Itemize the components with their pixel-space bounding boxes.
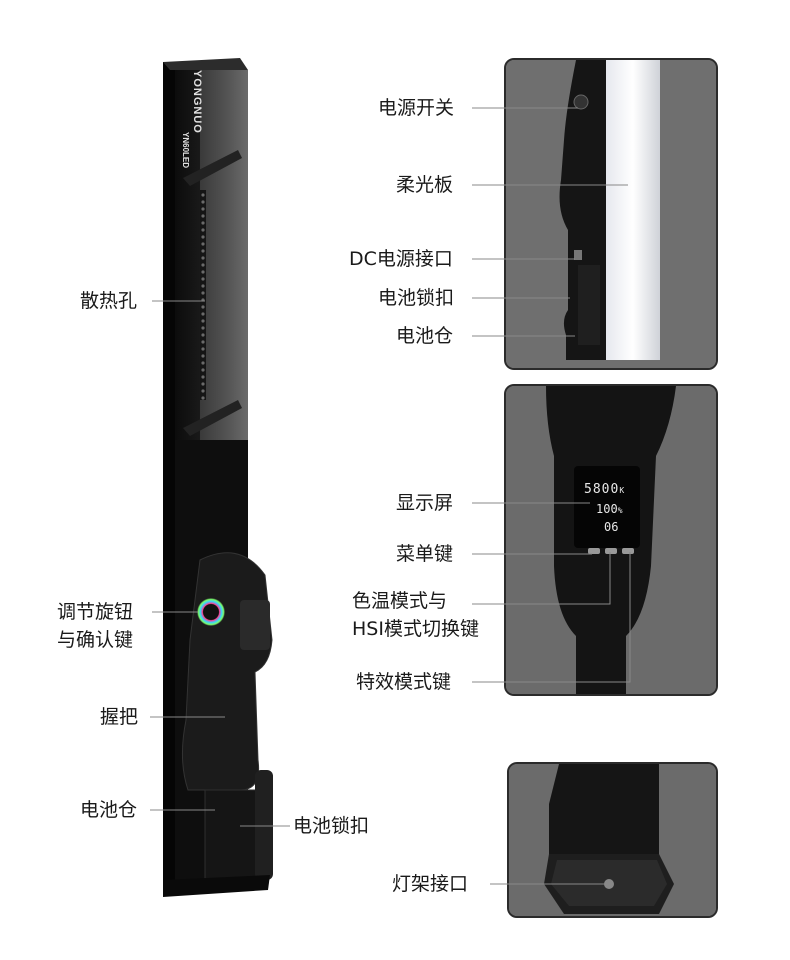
label-grip: 握把 [100,706,139,728]
vent-hole [201,354,205,358]
lcd-screen [574,466,640,548]
vent-hole [201,340,205,344]
vent-hole [201,361,205,365]
label-knob-line2: 与确认键 [57,629,134,651]
vent-hole [201,396,205,400]
vent-hole [201,347,205,351]
vent-hole [201,277,205,281]
vent-hole [201,270,205,274]
panel-mount-view [507,762,718,918]
vent-hole [201,235,205,239]
panel-display-view: 5800K 100% 06 [504,384,718,696]
label-effect-key: 特效模式键 [356,671,452,693]
label-menu-key: 菜单键 [396,543,454,565]
mode-key [605,548,617,554]
vent-hole [201,368,205,372]
vent-hole [201,382,205,386]
vent-hole [201,326,205,330]
label-battery-bay-side: 电池仓 [396,325,454,347]
vent-hole [201,207,205,211]
lcd-channel: 06 [604,520,619,534]
vent-hole [201,389,205,393]
display-view-illustration [506,386,716,694]
menu-key [588,548,600,554]
vent-hole [201,312,205,316]
lcd-temp-unit: K [619,486,626,495]
vent-hole [201,291,205,295]
label-mode-key-line1: 色温模式与 [352,590,448,612]
light-tube [163,58,273,897]
vent-hole [201,256,205,260]
vent-hole [201,333,205,337]
vent-holes [200,190,206,400]
label-mode-key-line2: HSI模式切换键 [352,618,479,640]
label-mount: 灯架接口 [392,873,469,895]
vent-hole [201,263,205,267]
vent-hole [201,221,205,225]
lcd-brightness: 100 [596,502,618,516]
vent-hole [201,319,205,323]
lcd-brightness-unit: % [617,506,623,515]
mount-screw-hole [604,879,614,889]
lcd-temp: 5800 [584,482,620,497]
vent-hole [201,305,205,309]
label-dc-port: DC电源接口 [349,248,453,270]
vent-hole [201,228,205,232]
vent-hole [201,375,205,379]
label-battery-lock-left: 电池锁扣 [293,815,370,837]
mount-view-illustration [509,764,716,916]
side-view-illustration [506,60,716,368]
vent-hole [201,214,205,218]
effect-key [622,548,634,554]
vent-hole [201,242,205,246]
label-battery-lock-side: 电池锁扣 [378,287,455,309]
vent-hole [201,200,205,204]
label-screen: 显示屏 [396,492,454,514]
label-battery-bay-left: 电池仓 [80,799,138,821]
vent-hole [201,284,205,288]
label-diffuser: 柔光板 [396,174,454,196]
panel-side-view [504,58,718,370]
label-vent: 散热孔 [80,290,138,312]
vent-hole [201,249,205,253]
vent-hole [201,193,205,197]
label-knob-line1: 调节旋钮 [57,601,134,623]
label-power-switch: 电源开关 [378,97,455,119]
